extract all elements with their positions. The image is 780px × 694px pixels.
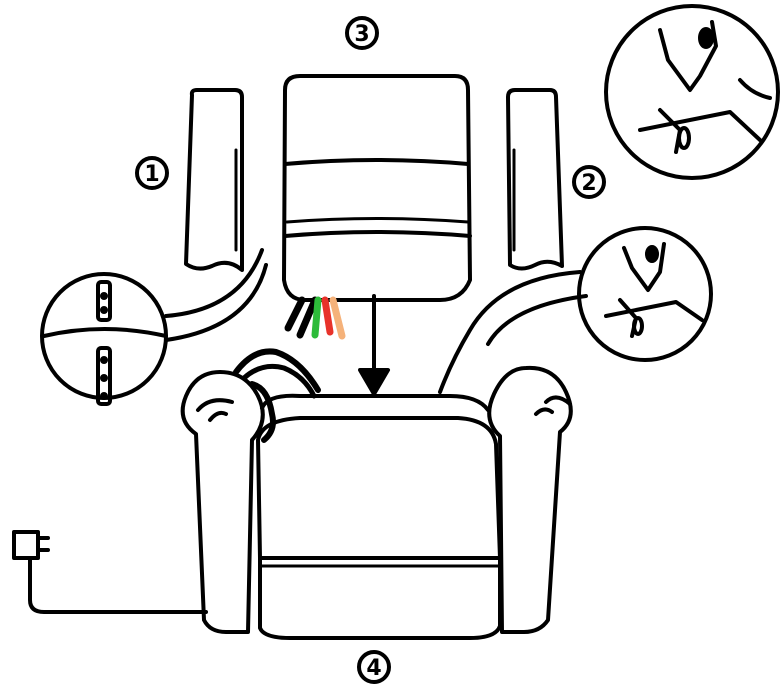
wire-connectors — [288, 300, 342, 336]
lower-right-bracket-detail — [440, 228, 711, 392]
backrest — [284, 76, 470, 300]
left-armrest-panel — [186, 90, 242, 270]
down-arrow-icon — [360, 296, 388, 394]
step-label-3: 3 — [354, 22, 369, 47]
step-label-2: 2 — [581, 171, 596, 196]
left-bracket-detail — [42, 250, 266, 404]
step-badge-3: 3 — [347, 18, 377, 48]
power-cord — [30, 558, 206, 612]
power-plug-icon — [14, 532, 48, 558]
right-armrest-panel — [508, 90, 562, 269]
step-badge-2: 2 — [574, 167, 604, 197]
step-badge-1: 1 — [137, 158, 167, 188]
upper-right-bracket-detail — [606, 6, 778, 178]
chair-base — [183, 351, 571, 638]
step-label-4: 4 — [366, 656, 381, 681]
step-badge-4: 4 — [359, 652, 389, 682]
step-label-1: 1 — [144, 162, 159, 187]
